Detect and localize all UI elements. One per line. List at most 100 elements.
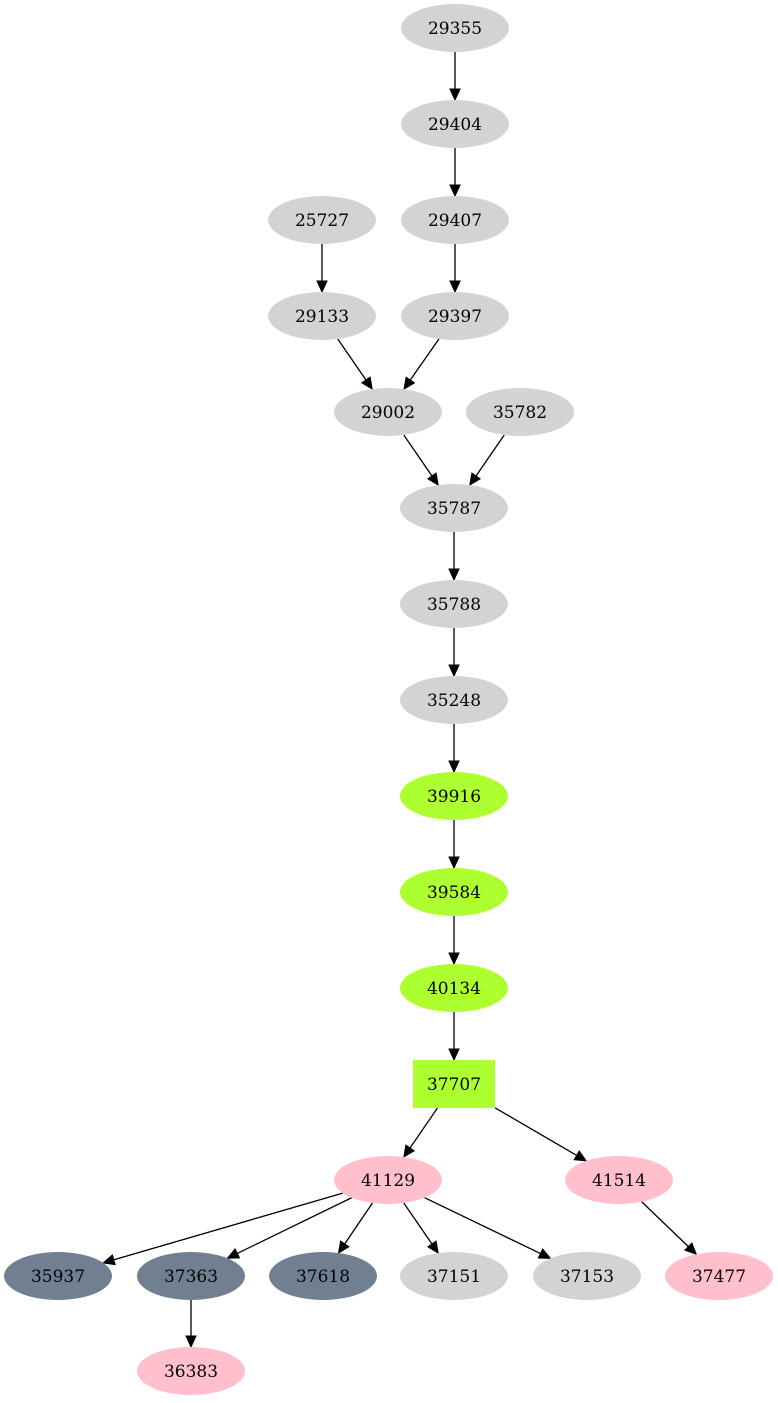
edge-29133-29002 [337,338,373,391]
node-35787[interactable]: 35787 [400,484,508,532]
arrowhead-icon [403,1144,416,1159]
edge-35248-39916 [448,724,460,774]
arrowhead-icon [469,472,482,487]
edge-41129-37363 [226,1197,352,1259]
arrowhead-icon [448,760,460,774]
arrowhead-icon [448,568,460,582]
node-label: 29407 [428,211,482,231]
edge-line [344,1202,373,1245]
edge-line [409,1107,439,1149]
edge-line [113,1192,343,1261]
arrowhead-icon [403,376,416,391]
edge-29407-29397 [449,244,461,294]
node-37363[interactable]: 37363 [137,1252,245,1300]
node-label: 29133 [295,307,349,327]
node-ellipse-shape [400,676,508,724]
arrowhead-icon [448,1048,460,1062]
node-ellipse-shape [401,4,509,52]
edge-line [475,434,505,477]
node-29355[interactable]: 29355 [401,4,509,52]
node-label: 35782 [493,403,547,423]
edge-line [337,338,367,381]
node-label: 41514 [592,1171,646,1191]
arrowhead-icon [185,1335,197,1349]
node-41514[interactable]: 41514 [565,1156,673,1204]
node-label: 29404 [428,115,482,135]
edge-29397-29002 [403,338,440,391]
node-label: 36383 [164,1362,218,1382]
arrowhead-icon [102,1254,116,1266]
node-39584[interactable]: 39584 [400,868,508,916]
edge-35787-35788 [448,532,460,582]
edge-37707-41514 [494,1107,588,1162]
node-ellipse-shape [334,388,442,436]
edge-25727-29133 [316,244,328,294]
arrowhead-icon [449,88,461,102]
arrowhead-icon [684,1242,698,1256]
node-label: 25727 [295,211,349,231]
node-ellipse-shape [665,1252,773,1300]
node-36383[interactable]: 36383 [137,1347,245,1395]
node-ellipse-shape [268,292,376,340]
edge-41514-37477 [641,1201,698,1256]
node-box-shape [413,1060,495,1108]
node-35782[interactable]: 35782 [466,388,574,436]
node-41129[interactable]: 41129 [334,1156,442,1204]
node-37151[interactable]: 37151 [400,1252,508,1300]
arrowhead-icon [449,280,461,294]
node-label: 37363 [164,1267,218,1287]
edge-line [494,1107,578,1156]
arrowhead-icon [449,184,461,198]
node-29407[interactable]: 29407 [401,196,509,244]
arrowhead-icon [573,1150,588,1162]
node-ellipse-shape [4,1252,112,1300]
arrowhead-icon [448,952,460,966]
node-ellipse-shape [137,1252,245,1300]
node-35248[interactable]: 35248 [400,676,508,724]
node-label: 39584 [427,883,481,903]
arrowhead-icon [448,664,460,678]
node-35788[interactable]: 35788 [400,580,508,628]
node-label: 35788 [427,595,481,615]
node-ellipse-shape [400,964,508,1012]
node-ellipse-shape [401,292,509,340]
node-ellipse-shape [400,484,508,532]
node-ellipse-shape [565,1156,673,1204]
arrowhead-icon [448,856,460,870]
arrowhead-icon [360,376,373,391]
node-label: 29397 [428,307,482,327]
node-40134[interactable]: 40134 [400,964,508,1012]
node-29002[interactable]: 29002 [334,388,442,436]
edges-layer [102,52,698,1349]
node-label: 35787 [427,499,481,519]
edge-35782-35787 [469,434,505,487]
node-ellipse-shape [400,1252,508,1300]
node-39916[interactable]: 39916 [400,772,508,820]
arrowhead-icon [426,1240,439,1255]
nodes-layer: 29355 29404 25727 29407 29133 29397 29002 35782… [4,4,773,1395]
node-label: 40134 [427,979,481,999]
edge-41129-37618 [337,1202,373,1255]
node-25727[interactable]: 25727 [268,196,376,244]
node-ellipse-shape [400,580,508,628]
node-35937[interactable]: 35937 [4,1252,112,1300]
edge-37363-36383 [185,1300,197,1349]
arrowhead-icon [337,1240,350,1255]
node-29133[interactable]: 29133 [268,292,376,340]
node-37618[interactable]: 37618 [269,1252,377,1300]
node-label: 39916 [427,787,481,807]
node-ellipse-shape [466,388,574,436]
edge-29404-29407 [449,148,461,198]
node-29397[interactable]: 29397 [401,292,509,340]
node-ellipse-shape [268,196,376,244]
node-ellipse-shape [400,868,508,916]
node-37477[interactable]: 37477 [665,1252,773,1300]
edge-line [403,1202,433,1245]
node-37153[interactable]: 37153 [533,1252,641,1300]
node-ellipse-shape [533,1252,641,1300]
node-label: 37153 [560,1267,614,1287]
node-ellipse-shape [334,1156,442,1204]
node-37707[interactable]: 37707 [413,1060,495,1108]
node-29404[interactable]: 29404 [401,100,509,148]
